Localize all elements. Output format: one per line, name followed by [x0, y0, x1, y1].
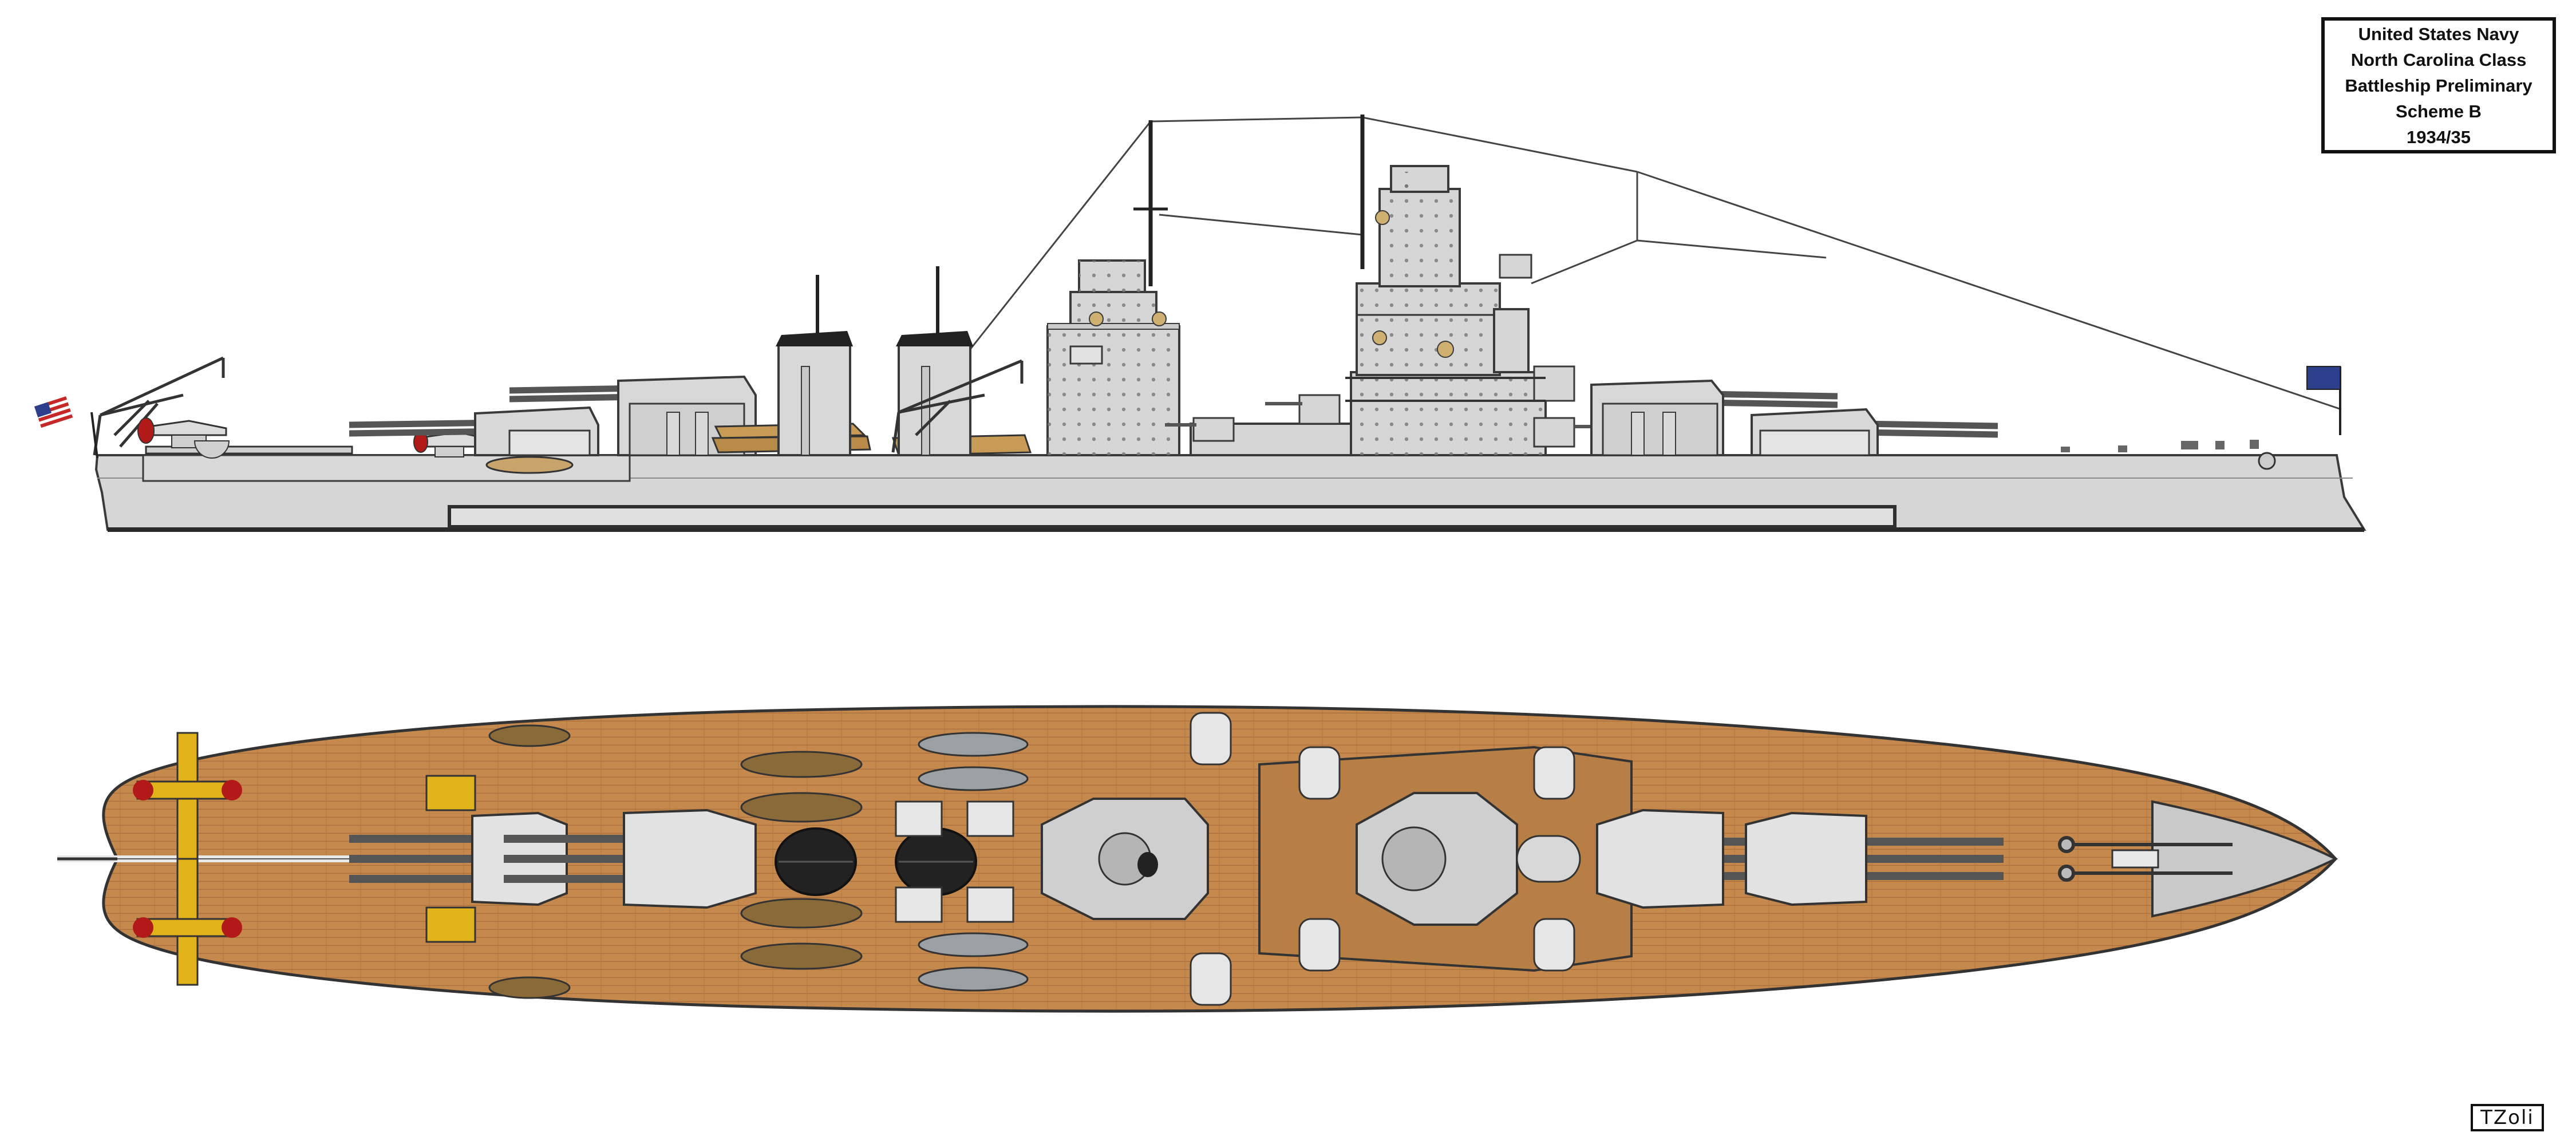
masts [1133, 115, 1365, 286]
title-scheme: Scheme B [2396, 101, 2482, 121]
aft-tower-plan [1041, 798, 1209, 920]
forward-superstructure [1190, 165, 1575, 456]
title-type: Battleship Preliminary [2345, 75, 2532, 96]
rigging-wires [969, 116, 2342, 411]
forward-tower-plan [1356, 792, 1581, 926]
turret-1-profile [1751, 408, 1998, 456]
anchor-chains [2058, 836, 2233, 882]
title-block: United States Navy North Carolina Class … [2321, 17, 2556, 153]
aft-catapult-aircraft [137, 417, 493, 459]
turret-1-plan [1745, 811, 2004, 906]
turret-2-profile [1590, 379, 1838, 456]
funnels-plan [775, 827, 977, 896]
armor-belt [448, 505, 1897, 528]
title-navy: United States Navy [2358, 23, 2519, 44]
bow-fittings [2061, 440, 2276, 470]
bow-plating [2151, 800, 2338, 918]
aft-superstructure [1046, 259, 1180, 456]
title-year: 1934/35 [2406, 127, 2471, 147]
side-profile-view [34, 115, 2366, 532]
aft-aircraft-starboard [133, 858, 476, 986]
top-plan-view [57, 705, 2338, 1013]
aft-boat [485, 456, 574, 474]
boats-plan [488, 724, 1029, 999]
amidship-boats [711, 423, 1032, 456]
aft-aircraft-port [133, 732, 476, 860]
artist-signature: TZoli [2471, 1104, 2544, 1131]
title-class: North Carolina Class [2350, 49, 2527, 70]
flags [34, 366, 2341, 459]
midship-crane [891, 359, 1024, 453]
funnels [776, 266, 973, 456]
ventilators-plan [895, 800, 1014, 923]
turret-3-profile [349, 406, 599, 456]
turret-4-plan [504, 808, 757, 909]
secondary-mounts-plan [1190, 712, 1575, 1006]
